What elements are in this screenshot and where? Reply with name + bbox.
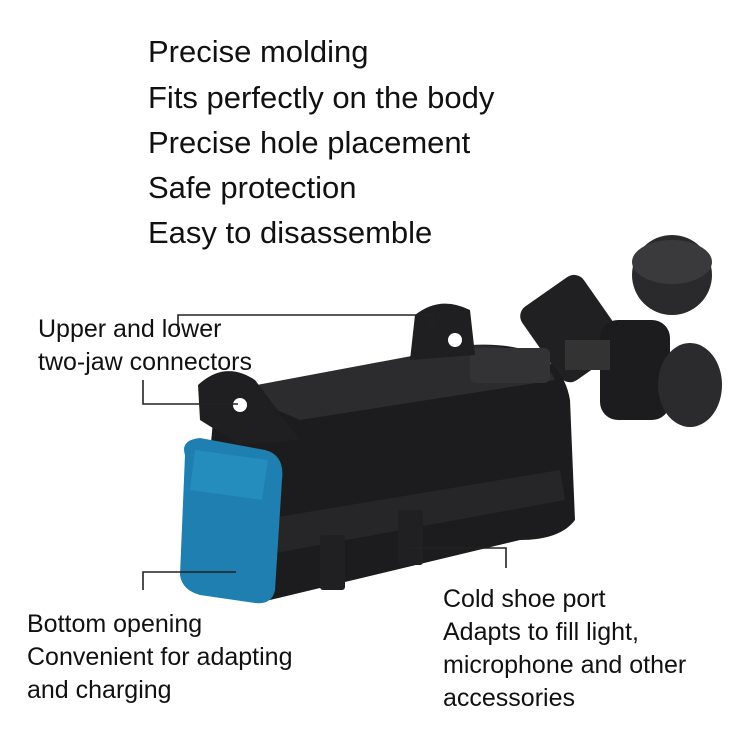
callout-line: accessories [443,684,575,712]
feature-line: Safe protection [148,170,357,205]
callout-line: Convenient for adapting [27,643,293,671]
callout-line: Bottom opening [27,610,203,638]
callout-line: Upper and lower [38,315,222,343]
feature-line: Fits perfectly on the body [148,80,495,115]
feature-line: Easy to disassemble [148,215,433,250]
callout-line: and charging [27,676,172,704]
bottom-cap [180,438,283,604]
cold-shoe-port [320,510,423,590]
upper-jaw-connector [410,303,475,360]
feature-line: Precise molding [148,34,369,69]
feature-line: Precise hole placement [148,125,471,160]
callout-line: two-jaw connectors [38,348,252,376]
callout-line: microphone and other [443,651,687,679]
callout-cold-shoe: Cold shoe port Adapts to fill light, mic… [443,583,686,715]
lower-jaw-connector [198,371,300,445]
callout-line: Cold shoe port [443,585,606,613]
callout-connectors: Upper and lower two-jaw connectors [38,313,252,379]
leader-lines [142,314,507,590]
callout-line: Adapts to fill light, [443,618,639,646]
callout-bottom-opening: Bottom opening Convenient for adapting a… [27,608,292,707]
housing-body [200,344,575,600]
